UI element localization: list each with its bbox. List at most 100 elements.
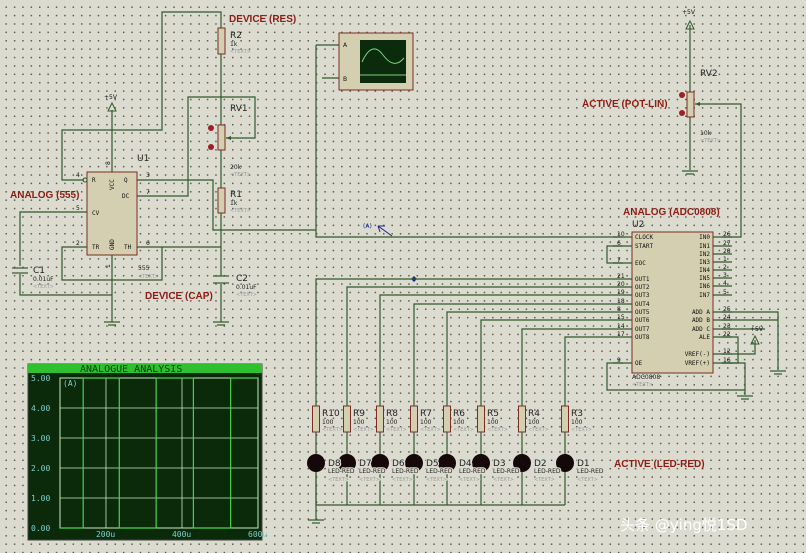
pin-label: CLOCK — [635, 234, 653, 241]
output-wire — [413, 303, 613, 406]
svg-text:<TEXT>: <TEXT> — [230, 49, 251, 55]
graph-title-bar — [28, 364, 262, 373]
resistor-r6[interactable] — [443, 405, 451, 454]
svg-text:<TEXT>: <TEXT> — [459, 477, 480, 483]
pin-label: OUT7 — [635, 326, 650, 333]
u2-adc0808[interactable]: U2 ADC0808 <TEXT> CLOCK10START6EOC7OUT12… — [613, 220, 732, 388]
u1-555-timer[interactable]: U1 R CV TR Q DC TH VCC GND 4 5 2 3 7 6 8… — [76, 154, 159, 280]
resistor-r7[interactable] — [410, 405, 418, 454]
resistor-r4[interactable] — [518, 405, 526, 454]
svg-text:100: 100 — [453, 419, 465, 426]
resistor-r10[interactable] — [312, 405, 320, 454]
power-arrow-icon — [107, 101, 117, 112]
output-wire — [480, 319, 613, 406]
svg-text:<TEXT>: <TEXT> — [534, 477, 555, 483]
svg-text:LED-RED: LED-RED — [534, 468, 561, 475]
svg-text:LED-RED: LED-RED — [328, 468, 355, 475]
pin-number: 26 — [723, 231, 731, 238]
resistor-r3[interactable] — [561, 405, 569, 454]
led-d1[interactable] — [556, 454, 574, 505]
svg-text:100: 100 — [571, 419, 583, 426]
svg-text:CV: CV — [92, 210, 100, 217]
svg-text:C1: C1 — [33, 266, 45, 276]
potentiometer-rv1[interactable]: RV1 20k <TEXT> — [208, 104, 251, 178]
led-d6[interactable] — [371, 454, 389, 505]
capacitor-c1[interactable]: C1 0.01uF <TEXT> — [12, 266, 54, 290]
analogue-analysis-graph[interactable]: ANALOGUE ANALYSIS 0.001.002.003.004.005.… — [27, 363, 267, 541]
resistor-r1[interactable]: R1 1k <TEXT> — [217, 187, 251, 214]
svg-text:LED-RED: LED-RED — [426, 468, 453, 475]
pin-number: 7 — [617, 257, 621, 264]
svg-text:R5: R5 — [487, 409, 499, 419]
led-d7[interactable] — [338, 454, 356, 505]
potentiometer-rv2[interactable]: RV2 10k <TEXT> — [679, 69, 721, 144]
svg-text:1: 1 — [105, 264, 112, 268]
voltage-probe[interactable]: (A) — [363, 223, 393, 237]
ground-icon — [308, 505, 324, 524]
power-label: +5V — [682, 9, 696, 16]
svg-text:TH: TH — [124, 244, 132, 251]
svg-text:RV2: RV2 — [700, 69, 718, 79]
pin-label: ADD A — [692, 309, 710, 316]
svg-text:100: 100 — [386, 419, 398, 426]
svg-text:D2: D2 — [534, 459, 547, 469]
ground-icon — [682, 170, 698, 175]
led-d8[interactable] — [307, 454, 325, 505]
y-tick-label: 3.00 — [31, 434, 50, 443]
led-icon — [338, 454, 356, 472]
resistor-r8[interactable] — [376, 405, 384, 454]
pin-number: 14 — [617, 323, 625, 330]
pin-label: OUT8 — [635, 334, 650, 341]
led-d2[interactable] — [513, 454, 531, 505]
svg-text:R4: R4 — [528, 409, 540, 419]
svg-text:6: 6 — [146, 240, 150, 247]
led-icon — [472, 454, 490, 472]
pin-label: IN6 — [699, 283, 710, 290]
svg-text:0.01uF: 0.01uF — [236, 284, 257, 291]
resistor-r2[interactable]: R2 1k <TEXT> — [217, 27, 251, 55]
pin-number: 5 — [723, 289, 727, 296]
svg-text:A: A — [343, 42, 348, 49]
svg-text:100: 100 — [322, 419, 334, 426]
y-tick-label: 4.00 — [31, 404, 50, 413]
pin-number: 23 — [723, 323, 731, 330]
x-tick-label: 400u — [172, 530, 191, 539]
svg-text:<TEXT>: <TEXT> — [632, 382, 653, 388]
led-d3[interactable] — [472, 454, 490, 505]
resistor-r5[interactable] — [477, 405, 485, 454]
svg-text:10k: 10k — [700, 130, 712, 137]
pin-label: ADD B — [692, 317, 710, 324]
pin-label: OUT4 — [635, 301, 650, 308]
svg-text:C2: C2 — [236, 274, 248, 284]
capacitor-c2[interactable]: C2 0.01uF <TEXT> — [213, 274, 257, 298]
oscilloscope[interactable]: A B — [338, 32, 414, 91]
y-tick-label: 0.00 — [31, 524, 50, 533]
led-d5[interactable] — [405, 454, 423, 505]
led-icon — [556, 454, 574, 472]
pin-label: IN1 — [699, 243, 710, 250]
svg-text:R10: R10 — [322, 409, 340, 419]
label-device-res: DEVICE (RES) — [229, 14, 296, 25]
svg-text:2: 2 — [76, 240, 80, 247]
led-d4[interactable] — [438, 454, 456, 505]
svg-text:5: 5 — [76, 205, 80, 212]
resistor-r9[interactable] — [343, 405, 351, 454]
pin-label: IN3 — [699, 259, 710, 266]
